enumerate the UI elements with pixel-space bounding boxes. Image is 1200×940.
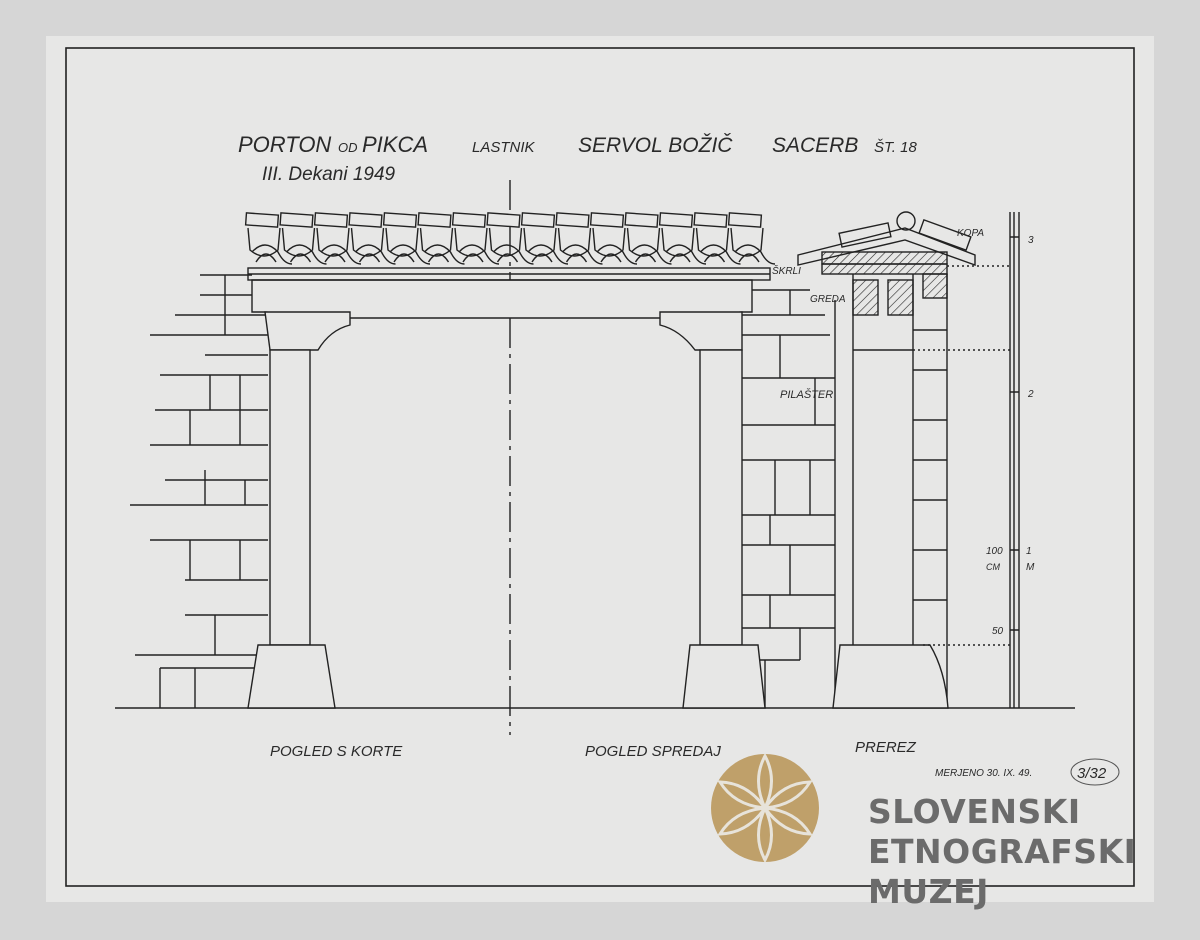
- logo-petal: [717, 806, 769, 836]
- roof-tile: [486, 212, 534, 265]
- roof-tile: [382, 212, 431, 265]
- title-porton: PORTON: [238, 132, 331, 157]
- scale-label-cm: CM: [986, 562, 1000, 572]
- roof-tile: [589, 212, 638, 265]
- title-lastnik: LASTNIK: [472, 139, 536, 156]
- right-wall-masonry: [742, 289, 836, 708]
- roof-tile: [417, 212, 465, 265]
- label-greda: GREDA: [810, 294, 846, 305]
- scale-label-m: M: [1026, 562, 1035, 573]
- museum-logo-flower: [711, 752, 819, 864]
- roof-tile: [624, 212, 672, 265]
- logo-line-1: SLOVENSKI: [868, 792, 1081, 831]
- logo-petal: [761, 806, 813, 836]
- level-lines: [913, 265, 1010, 646]
- roof-tile: [555, 212, 603, 265]
- museum-logo-text: SLOVENSKI ETNOGRAFSKI MUZEJ: [868, 792, 1136, 912]
- title-place-date: III. Dekani 1949: [262, 164, 396, 185]
- caption-view-left: POGLED S KORTE: [270, 743, 403, 760]
- scale-label-3: 3: [1028, 235, 1034, 246]
- title-od: OD: [338, 140, 358, 155]
- catalog-number: 3/32: [1077, 765, 1107, 782]
- scale-label-100: 100: [986, 546, 1003, 557]
- roof-tile: [244, 212, 293, 265]
- title-pikca: PIKCA: [362, 132, 428, 157]
- scale-bar: [1009, 212, 1020, 708]
- roof-tile: [520, 212, 569, 265]
- drawing-sheet: [46, 36, 1154, 902]
- section-view: [797, 211, 976, 709]
- scale-label-1: 1: [1026, 546, 1032, 557]
- title-sacerb: SACERB: [772, 134, 858, 157]
- left-pillar: [247, 311, 351, 709]
- roof-tiles: [244, 212, 776, 265]
- caption-section: PREREZ: [855, 739, 917, 756]
- drawing-frame: [65, 47, 1135, 887]
- catalog-stamp: [1070, 758, 1120, 786]
- logo-line-2: ETNOGRAFSKI: [868, 832, 1137, 871]
- measured-date: MERJENO 30. IX. 49.: [935, 768, 1032, 779]
- roof-tile: [451, 212, 500, 265]
- label-skrli: ŠKRLI: [772, 264, 801, 277]
- caption-view-front: POGLED SPREDAJ: [585, 743, 721, 760]
- logo-petal: [761, 780, 813, 810]
- roof-tile: [279, 212, 327, 265]
- right-pillar: [659, 311, 766, 709]
- logo-petal: [757, 752, 773, 812]
- scale-label-2: 2: [1027, 389, 1034, 400]
- roof-tile: [658, 212, 707, 265]
- scale-label-50: 50: [992, 626, 1004, 637]
- label-pilaster: PILAŠTER: [780, 388, 833, 401]
- logo-petal: [717, 780, 769, 810]
- title-number: ŠT. 18: [874, 139, 917, 156]
- roof-tile: [348, 212, 396, 265]
- roof-tile: [693, 212, 741, 265]
- roof-tile: [313, 212, 362, 265]
- label-kopa: KOPA: [957, 228, 984, 239]
- left-wall-masonry: [130, 274, 268, 708]
- logo-line-3: MUZEJ: [868, 872, 989, 911]
- title-owner: SERVOL BOŽIČ: [578, 134, 733, 157]
- roof-tile: [727, 212, 776, 265]
- logo-petal: [757, 804, 773, 864]
